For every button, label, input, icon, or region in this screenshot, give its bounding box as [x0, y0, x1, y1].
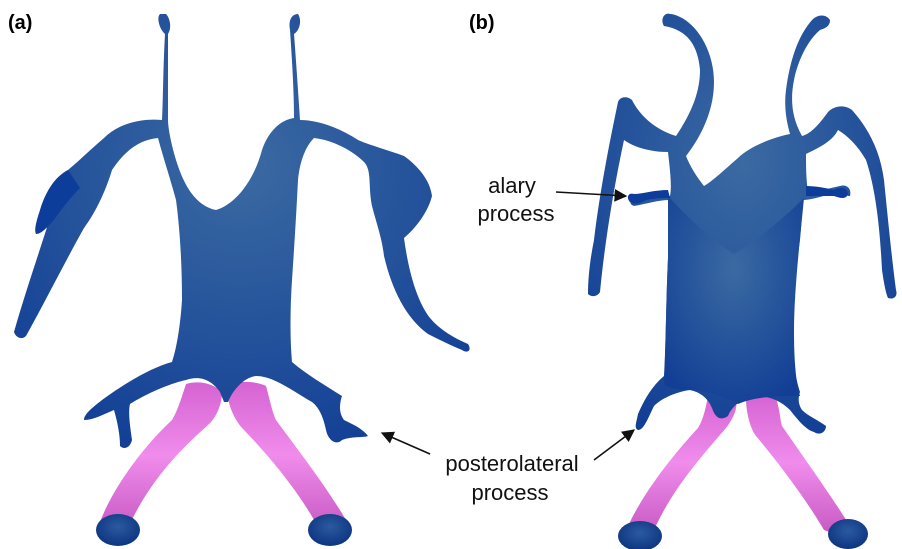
posterolateral-process-annotation: posterolateral process [382, 430, 634, 505]
panel-a-right-knob [308, 514, 352, 546]
panel-a-label: (a) [8, 12, 32, 34]
posterolateral-label-line1: posterolateral [445, 451, 578, 476]
posterolateral-label-line2: process [471, 480, 548, 505]
panel-b-label: (b) [469, 12, 495, 34]
posterolateral-arrow-right [594, 430, 634, 460]
panel-a-posteromedial-bones [100, 382, 346, 529]
panel-b-right-knob [828, 519, 868, 549]
panel-a: (a) [8, 12, 470, 546]
posterolateral-arrow-left [382, 433, 430, 454]
alary-label-line1: alary [488, 173, 536, 198]
panel-b-posteromedial-bones [628, 393, 850, 533]
panel-a-left-knob [96, 514, 140, 546]
alary-label-line2: process [477, 201, 554, 226]
alary-arrow [556, 192, 626, 196]
